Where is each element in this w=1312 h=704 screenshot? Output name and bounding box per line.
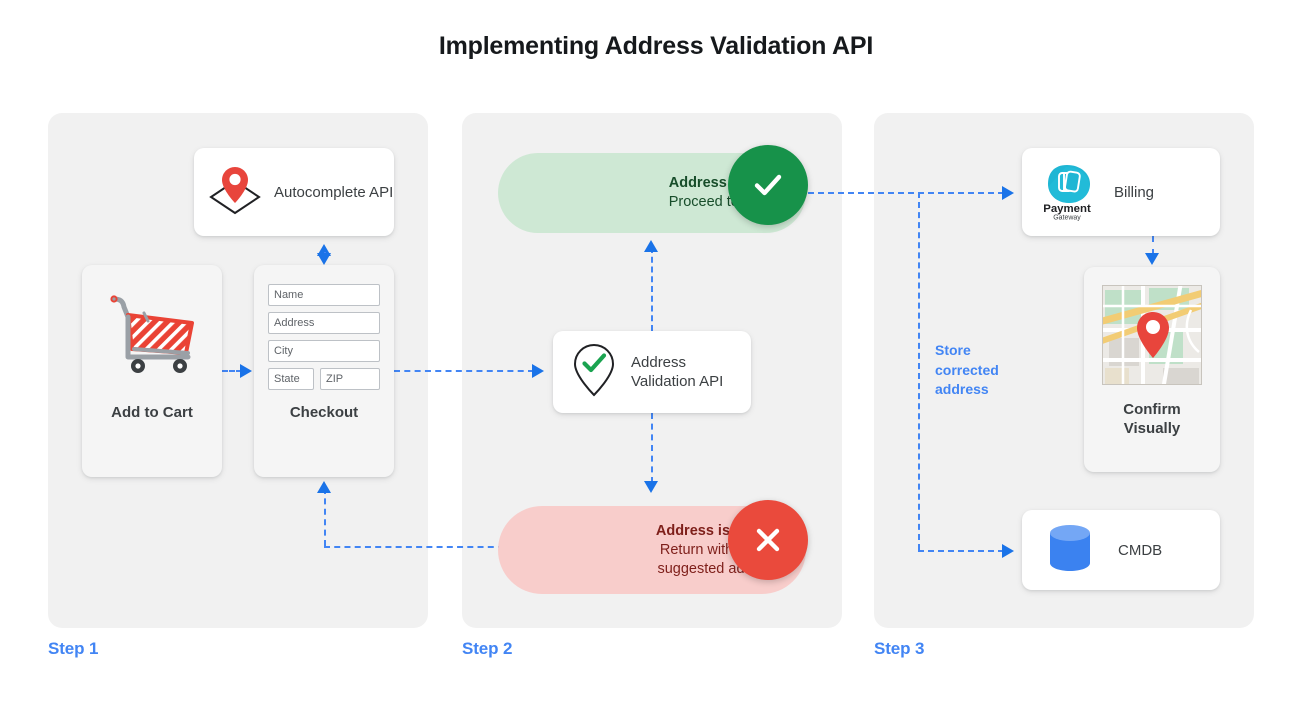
- step-3-label: Step 3: [874, 639, 925, 658]
- cmdb-label: CMDB: [1118, 541, 1163, 559]
- connector-invalid-checkout: [324, 546, 504, 548]
- connector-validation-valid: [651, 247, 653, 331]
- state-field[interactable]: State: [268, 368, 314, 390]
- address-invalid-pill: Address is invalid. Return with Google s…: [498, 500, 808, 594]
- autocomplete-api-card[interactable]: Autocomplete API: [194, 148, 394, 236]
- step-1-label: Step 1: [48, 639, 99, 658]
- connector-invalid-vertical: [324, 488, 326, 546]
- close-icon: [728, 500, 808, 580]
- cmdb-card[interactable]: CMDB: [1022, 510, 1220, 590]
- arrow-store-to-cmdb: [1002, 544, 1014, 558]
- store-corrected-address-label: Store corrected address: [935, 342, 999, 397]
- map-thumbnail-icon: [1102, 285, 1202, 385]
- step-2-label: Step 2: [462, 639, 513, 658]
- checkout-caption: Checkout: [289, 404, 359, 421]
- svg-text:Payment: Payment: [1043, 203, 1091, 215]
- map-pin-check-icon: [571, 342, 617, 403]
- page-title: Implementing Address Validation API: [438, 32, 874, 60]
- checkout-card[interactable]: Name Address City State ZIP Checkout: [254, 265, 394, 477]
- address-valid-pill: Address is valid. Proceed to billing.: [498, 145, 808, 233]
- zip-field[interactable]: ZIP: [320, 368, 380, 390]
- state-zip-row: State ZIP: [268, 368, 380, 390]
- billing-card[interactable]: Payment Gateway Billing: [1022, 148, 1220, 236]
- svg-text:Gateway: Gateway: [1053, 214, 1081, 221]
- connector-store-vertical: [918, 192, 920, 550]
- city-field[interactable]: City: [268, 340, 380, 362]
- connector-valid-billing: [808, 192, 1004, 194]
- connector-cart-checkout: [222, 370, 242, 372]
- arrow-checkout-to-validation: [532, 364, 544, 378]
- arrow-validation-to-valid: [644, 240, 658, 252]
- connector-billing-confirm: [1152, 236, 1154, 255]
- connector-checkout-validation: [394, 370, 534, 372]
- arrow-valid-to-billing: [1002, 186, 1014, 200]
- name-field[interactable]: Name: [268, 284, 380, 306]
- shopping-cart-icon: [82, 287, 222, 375]
- connector-store-to-cmdb: [918, 550, 1004, 552]
- map-pin-envelope-icon: [206, 163, 264, 222]
- billing-label: Billing: [1114, 183, 1155, 201]
- add-to-cart-card[interactable]: Add to Cart: [82, 265, 222, 477]
- autocomplete-api-label: Autocomplete API: [274, 183, 394, 201]
- arrow-cart-to-checkout: [240, 364, 252, 378]
- check-icon: [728, 145, 808, 225]
- arrow-checkout-down: [317, 253, 331, 265]
- checkout-form: Name Address City State ZIP: [268, 284, 380, 390]
- connector-validation-invalid: [651, 413, 653, 483]
- address-field[interactable]: Address: [268, 312, 380, 334]
- arrow-invalid-to-checkout: [317, 481, 331, 493]
- arrow-billing-to-confirm: [1145, 253, 1159, 265]
- database-icon: [1044, 523, 1096, 578]
- arrow-validation-to-invalid: [644, 481, 658, 493]
- payment-gateway-logo: Payment Gateway: [1036, 159, 1098, 226]
- add-to-cart-caption: Add to Cart: [111, 404, 193, 421]
